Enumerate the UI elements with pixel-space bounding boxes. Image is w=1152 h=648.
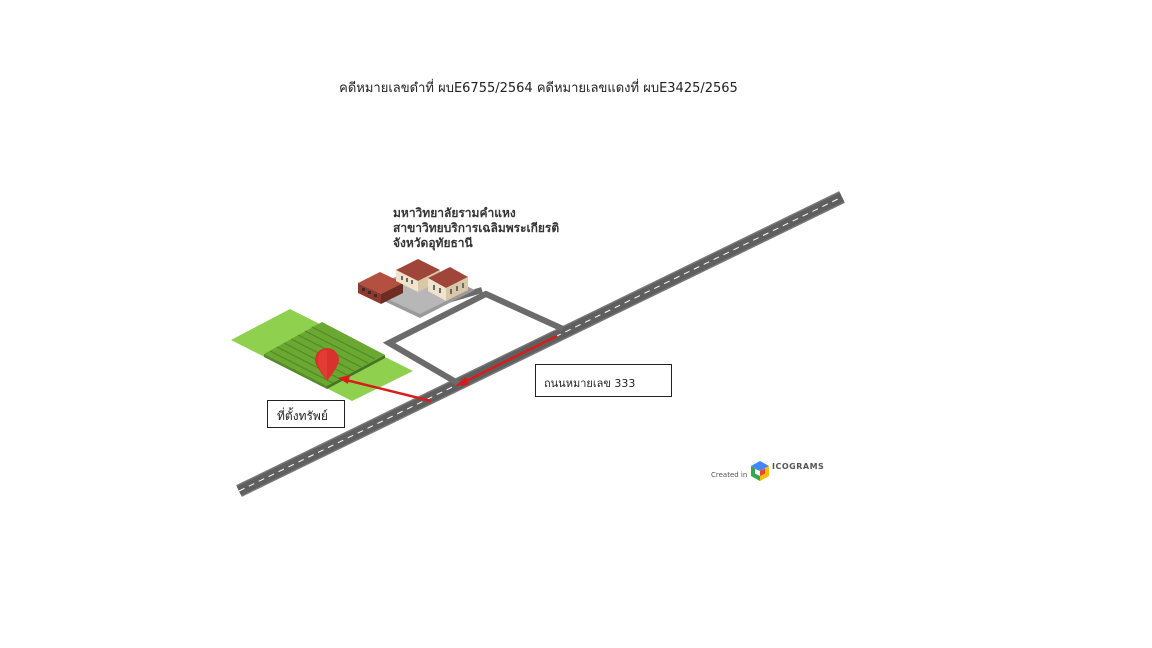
road-label: ถนนหมายเลข 333 [535,364,672,397]
building-main [358,272,403,304]
university-campus [358,259,475,318]
building-annex [396,259,468,301]
property-marker-icon [315,348,339,381]
icograms-brand-text: ICOGRAMS [772,462,825,471]
created-in-text: Created in [711,471,748,479]
direction-arrows [338,334,558,403]
university-label-line3: จังหวัดอุทัยธานี [393,236,473,250]
university-label: มหาวิทยาลัยรามคำแหง สาขาวิทยบริการเฉลิมพ… [393,206,559,251]
case-title: คดีหมายเลขดำที่ ผบE6755/2564 คดีหมายเลขแ… [339,81,738,96]
university-label-line1: มหาวิทยาลัยรามคำแหง [393,206,516,220]
icograms-logo-icon [751,461,769,481]
university-label-line2: สาขาวิทยบริการเฉลิมพระเกียรติ [393,221,560,235]
property-label: ที่ตั้งทรัพย์ [267,400,345,428]
